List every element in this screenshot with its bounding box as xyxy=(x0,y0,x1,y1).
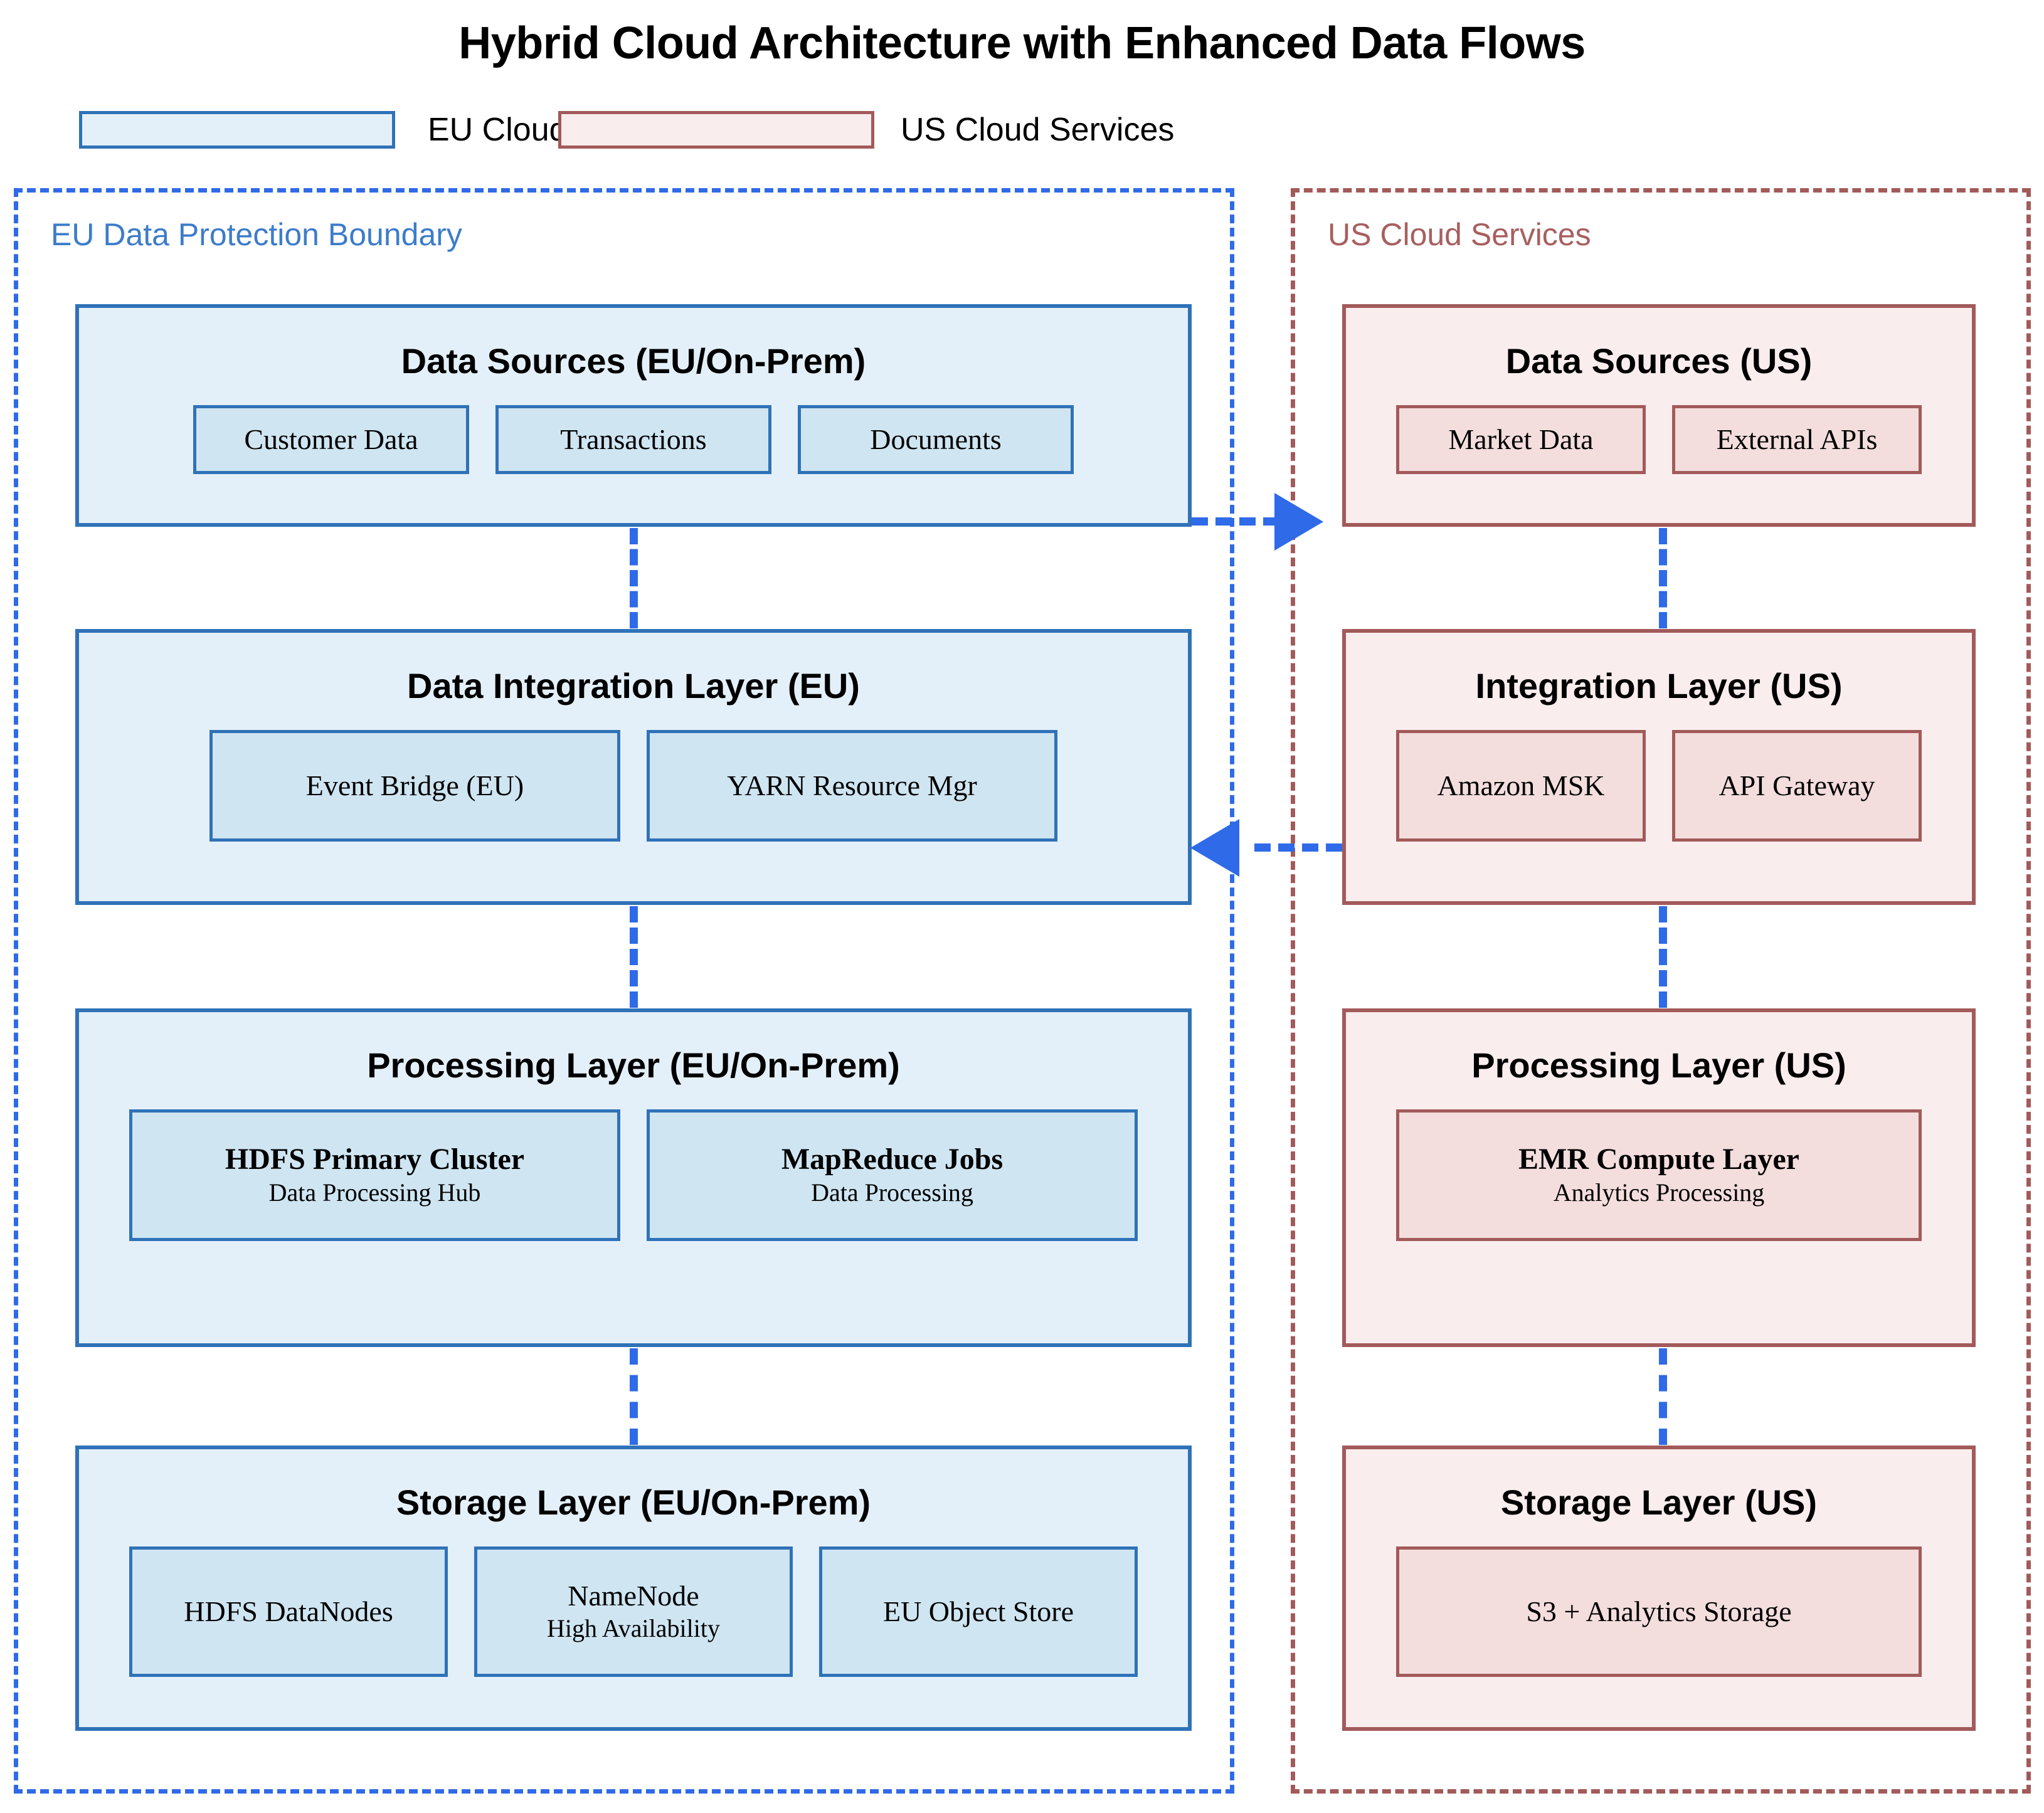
node-external-apis[interactable]: External APIs xyxy=(1672,405,1922,474)
layer-title: Processing Layer (US) xyxy=(1471,1045,1846,1085)
node-title: NameNode xyxy=(568,1580,699,1612)
node-title: EMR Compute Layer xyxy=(1518,1143,1799,1176)
node-event-bridge-eu[interactable]: Event Bridge (EU) xyxy=(209,730,620,842)
layer-eu-data-integration[interactable]: Data Integration Layer (EU) Event Bridge… xyxy=(75,629,1192,905)
node-subtitle: Data Processing Hub xyxy=(268,1178,481,1207)
page-title: Hybrid Cloud Architecture with Enhanced … xyxy=(458,18,1586,68)
node-title: HDFS DataNodes xyxy=(184,1595,393,1628)
node-hdfs-primary-cluster[interactable]: HDFS Primary Cluster Data Processing Hub xyxy=(129,1109,620,1241)
eu-data-protection-boundary: EU Data Protection Boundary xyxy=(14,188,1234,1794)
node-s3-analytics-storage[interactable]: S3 + Analytics Storage xyxy=(1396,1546,1922,1677)
layer-eu-storage[interactable]: Storage Layer (EU/On-Prem) HDFS DataNode… xyxy=(75,1446,1192,1731)
layer-title: Data Integration Layer (EU) xyxy=(407,666,860,706)
us-boundary-label: US Cloud Services xyxy=(1328,217,1591,252)
node-row: Amazon MSK API Gateway xyxy=(1346,730,1972,842)
node-title: EU Object Store xyxy=(882,1595,1074,1628)
layer-us-storage[interactable]: Storage Layer (US) S3 + Analytics Storag… xyxy=(1342,1446,1976,1731)
node-yarn-resource-mgr[interactable]: YARN Resource Mgr xyxy=(647,730,1057,842)
node-title: S3 + Analytics Storage xyxy=(1526,1595,1792,1628)
layer-title: Storage Layer (US) xyxy=(1500,1483,1818,1522)
node-title: MapReduce Jobs xyxy=(781,1143,1003,1176)
us-cloud-services-boundary: US Cloud Services xyxy=(1291,188,2031,1794)
node-emr-compute-layer[interactable]: EMR Compute Layer Analytics Processing xyxy=(1396,1109,1922,1241)
layer-title: Data Sources (US) xyxy=(1505,341,1813,381)
connector-eu-processing-to-storage xyxy=(630,1348,638,1445)
node-subtitle: Analytics Processing xyxy=(1553,1178,1765,1207)
layer-us-integration[interactable]: Integration Layer (US) Amazon MSK API Ga… xyxy=(1342,629,1976,905)
legend-swatch-eu-icon xyxy=(79,111,395,149)
node-title: Transactions xyxy=(560,423,707,456)
layer-eu-processing[interactable]: Processing Layer (EU/On-Prem) HDFS Prima… xyxy=(75,1008,1192,1347)
connector-us-sources-to-integration xyxy=(1659,528,1667,628)
node-title: Documents xyxy=(870,423,1002,456)
node-hdfs-datanodes[interactable]: HDFS DataNodes xyxy=(129,1546,448,1677)
legend-swatch-us-icon xyxy=(558,111,874,149)
connector-eu-sources-to-integration xyxy=(630,528,638,628)
node-namenode[interactable]: NameNode High Availability xyxy=(474,1546,793,1677)
layer-us-processing[interactable]: Processing Layer (US) EMR Compute Layer … xyxy=(1342,1008,1976,1347)
connector-eu-integration-to-processing xyxy=(630,906,638,1008)
flow-eu-to-us-arrowhead-icon xyxy=(1274,493,1323,551)
legend: EU Cloud/On-Pre US Cloud Services xyxy=(79,110,1174,149)
node-subtitle: High Availability xyxy=(547,1614,720,1642)
node-eu-object-store[interactable]: EU Object Store xyxy=(819,1546,1138,1677)
node-subtitle: Data Processing xyxy=(811,1178,973,1207)
node-row: Customer Data Transactions Documents xyxy=(79,405,1188,474)
node-row: EMR Compute Layer Analytics Processing xyxy=(1346,1109,1972,1241)
node-title: Market Data xyxy=(1448,423,1594,456)
node-title: Amazon MSK xyxy=(1437,769,1605,802)
node-amazon-msk[interactable]: Amazon MSK xyxy=(1396,730,1646,842)
node-row: S3 + Analytics Storage xyxy=(1346,1546,1972,1677)
legend-label-eu: EU Cloud/On-Pre xyxy=(428,112,558,148)
connector-us-processing-to-storage xyxy=(1659,1348,1667,1445)
legend-label-us: US Cloud Services xyxy=(901,112,1175,148)
node-row: Market Data External APIs xyxy=(1346,405,1972,474)
layer-title: Processing Layer (EU/On-Prem) xyxy=(367,1045,900,1085)
node-api-gateway[interactable]: API Gateway xyxy=(1672,730,1922,842)
layer-eu-data-sources[interactable]: Data Sources (EU/On-Prem) Customer Data … xyxy=(75,304,1192,527)
node-title: API Gateway xyxy=(1718,769,1875,802)
node-documents[interactable]: Documents xyxy=(798,405,1074,474)
node-title: YARN Resource Mgr xyxy=(727,769,977,802)
node-row: Event Bridge (EU) YARN Resource Mgr xyxy=(79,730,1188,842)
connector-us-integration-to-processing xyxy=(1659,906,1667,1008)
layer-title: Data Sources (EU/On-Prem) xyxy=(401,341,866,381)
node-row: HDFS Primary Cluster Data Processing Hub… xyxy=(79,1109,1188,1241)
flow-us-to-eu-line xyxy=(1254,843,1342,852)
layer-us-data-sources[interactable]: Data Sources (US) Market Data External A… xyxy=(1342,304,1976,527)
node-mapreduce-jobs[interactable]: MapReduce Jobs Data Processing xyxy=(647,1109,1138,1241)
node-transactions[interactable]: Transactions xyxy=(495,405,771,474)
legend-item-us: US Cloud Services xyxy=(558,111,1174,149)
eu-boundary-label: EU Data Protection Boundary xyxy=(51,217,462,252)
legend-item-eu: EU Cloud/On-Pre xyxy=(79,111,558,149)
node-title: HDFS Primary Cluster xyxy=(225,1143,525,1176)
layer-title: Integration Layer (US) xyxy=(1475,666,1843,706)
node-market-data[interactable]: Market Data xyxy=(1396,405,1646,474)
node-title: Event Bridge (EU) xyxy=(305,769,524,802)
flow-eu-to-us-line xyxy=(1192,517,1279,526)
node-title: Customer Data xyxy=(244,423,418,456)
layer-title: Storage Layer (EU/On-Prem) xyxy=(396,1483,871,1522)
node-customer-data[interactable]: Customer Data xyxy=(193,405,469,474)
node-row: HDFS DataNodes NameNode High Availabilit… xyxy=(79,1546,1188,1677)
flow-us-to-eu-arrowhead-icon xyxy=(1190,819,1239,877)
node-title: External APIs xyxy=(1716,423,1878,456)
